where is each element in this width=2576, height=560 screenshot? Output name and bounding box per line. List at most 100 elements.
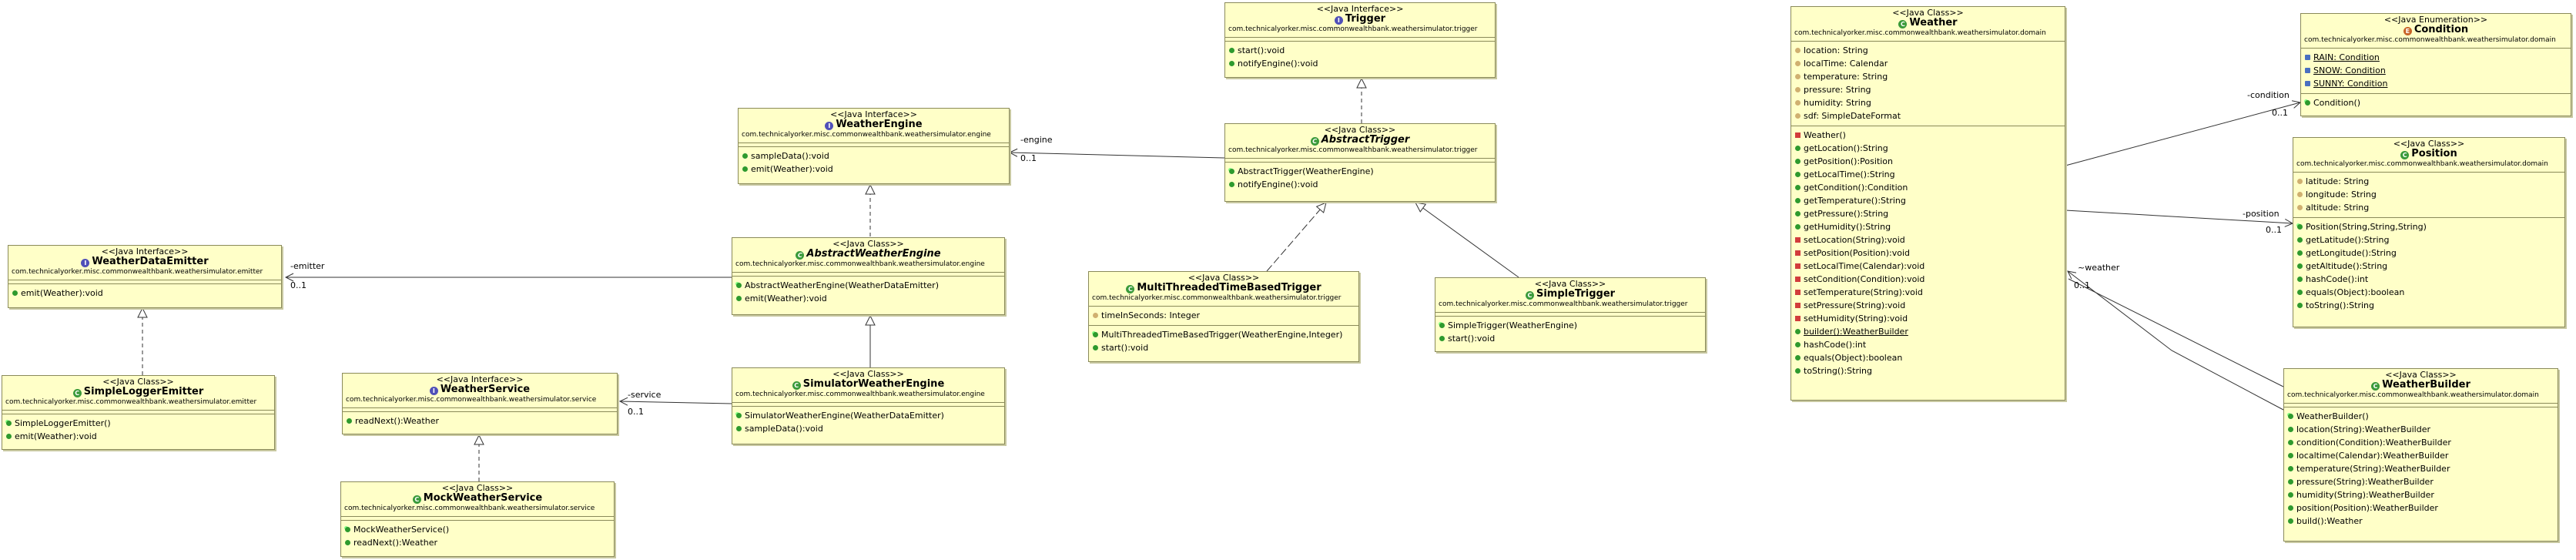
- method-item[interactable]: Condition(): [2301, 96, 2571, 109]
- method-item[interactable]: pressure(String):WeatherBuilder: [2284, 475, 2558, 488]
- method-item[interactable]: start():void: [1225, 44, 1495, 57]
- field-item[interactable]: temperature: String: [1791, 70, 2065, 83]
- method-item[interactable]: sampleData():void: [739, 149, 1009, 163]
- method-item[interactable]: hashCode():int: [1791, 338, 2065, 351]
- method-item[interactable]: getCondition():Condition: [1791, 181, 2065, 194]
- method-item[interactable]: getTemperature():String: [1791, 194, 2065, 207]
- constructor-icon: [1093, 332, 1098, 337]
- method-item[interactable]: getLocalTime():String: [1791, 168, 2065, 181]
- method-item[interactable]: equals(Object):boolean: [2293, 286, 2564, 299]
- enum-constant-icon: [2305, 68, 2310, 73]
- field-item[interactable]: localTime: Calendar: [1791, 57, 2065, 70]
- method-item[interactable]: builder():WeatherBuilder: [1791, 325, 2065, 338]
- method-item[interactable]: SimpleLoggerEmitter(): [2, 417, 274, 430]
- method-item[interactable]: hashCode():int: [2293, 273, 2564, 286]
- method-item[interactable]: getPressure():String: [1791, 207, 2065, 220]
- enum-constant-item[interactable]: SUNNY: Condition: [2301, 77, 2571, 90]
- method-item[interactable]: AbstractWeatherEngine(WeatherDataEmitter…: [732, 279, 1004, 292]
- method-item[interactable]: getHumidity():String: [1791, 220, 2065, 233]
- method-item[interactable]: getAltitude():String: [2293, 260, 2564, 273]
- method-item[interactable]: readNext():Weather: [341, 536, 614, 549]
- method-item[interactable]: sampleData():void: [732, 422, 1004, 435]
- method-item[interactable]: temperature(String):WeatherBuilder: [2284, 462, 2558, 475]
- method-item[interactable]: setLocalTime(Calendar):void: [1791, 260, 2065, 273]
- method-item[interactable]: readNext():Weather: [343, 414, 617, 428]
- method-item[interactable]: getPosition():Position: [1791, 155, 2065, 168]
- method-item[interactable]: WeatherBuilder(): [2284, 410, 2558, 423]
- stereotype-label: <<Java Class>>: [441, 483, 514, 493]
- method-item[interactable]: start():void: [1089, 341, 1358, 354]
- method-item[interactable]: toString():String: [1791, 364, 2065, 377]
- methods-section: SimpleLoggerEmitter() emit(Weather):void: [2, 414, 274, 446]
- method-item[interactable]: localtime(Calendar):WeatherBuilder: [2284, 449, 2558, 462]
- method-item[interactable]: MockWeatherService(): [341, 523, 614, 536]
- method-item[interactable]: AbstractTrigger(WeatherEngine): [1225, 165, 1495, 178]
- field-item[interactable]: altitude: String: [2293, 201, 2564, 214]
- field-item[interactable]: location: String: [1791, 44, 2065, 57]
- method-item[interactable]: equals(Object):boolean: [1791, 351, 2065, 364]
- method-item[interactable]: setHumidity(String):void: [1791, 312, 2065, 325]
- method-item[interactable]: start():void: [1435, 332, 1705, 345]
- field-item[interactable]: longitude: String: [2293, 188, 2564, 201]
- method-item[interactable]: emit(Weather):void: [732, 292, 1004, 305]
- method-item[interactable]: getLocation():String: [1791, 142, 2065, 155]
- field-item[interactable]: pressure: String: [1791, 83, 2065, 96]
- method-item[interactable]: emit(Weather):void: [739, 163, 1009, 176]
- method-item[interactable]: location(String):WeatherBuilder: [2284, 423, 2558, 436]
- method-item[interactable]: Position(String,String,String): [2293, 220, 2564, 233]
- package-name: com.technicalyorker.misc.commonwealthban…: [346, 396, 597, 404]
- method-item[interactable]: MultiThreadedTimeBasedTrigger(WeatherEng…: [1089, 328, 1358, 341]
- method-item[interactable]: build():Weather: [2284, 515, 2558, 528]
- method-item[interactable]: Weather(): [1791, 129, 2065, 142]
- method-item[interactable]: humidity(String):WeatherBuilder: [2284, 488, 2558, 501]
- attributes-section: [1435, 312, 1705, 316]
- method-item[interactable]: emit(Weather):void: [8, 287, 281, 300]
- field-item[interactable]: humidity: String: [1791, 96, 2065, 109]
- method-item[interactable]: setCondition(Condition):void: [1791, 273, 2065, 286]
- package-name: com.technicalyorker.misc.commonwealthban…: [1092, 294, 1342, 302]
- method-item[interactable]: setPosition(Position):void: [1791, 246, 2065, 260]
- enum-constant-item[interactable]: SNOW: Condition: [2301, 64, 2571, 77]
- method-item[interactable]: setTemperature(String):void: [1791, 286, 2065, 299]
- attributes-section: [732, 272, 1004, 276]
- field-icon: [2297, 192, 2303, 197]
- package-name: com.technicalyorker.misc.commonwealthban…: [735, 260, 985, 268]
- method-item[interactable]: notifyEngine():void: [1225, 178, 1495, 191]
- method-item[interactable]: getLatitude():String: [2293, 233, 2564, 246]
- method-item[interactable]: notifyEngine():void: [1225, 57, 1495, 70]
- attributes-section: [739, 143, 1009, 146]
- enum-constant-item[interactable]: RAIN: Condition: [2301, 51, 2571, 64]
- method-item[interactable]: position(Position):WeatherBuilder: [2284, 501, 2558, 515]
- method-item[interactable]: emit(Weather):void: [2, 430, 274, 443]
- stereotype-label: <<Java Class>>: [102, 377, 174, 387]
- method-item[interactable]: SimulatorWeatherEngine(WeatherDataEmitte…: [732, 409, 1004, 422]
- methods-section: readNext():Weather: [343, 411, 617, 431]
- method-item[interactable]: setPressure(String):void: [1791, 299, 2065, 312]
- method-item[interactable]: setLocation(String):void: [1791, 233, 2065, 246]
- method-item[interactable]: condition(Condition):WeatherBuilder: [2284, 436, 2558, 449]
- method-item[interactable]: SimpleTrigger(WeatherEngine): [1435, 319, 1705, 332]
- field-item[interactable]: latitude: String: [2293, 175, 2564, 188]
- field-item[interactable]: sdf: SimpleDateFormat: [1791, 109, 2065, 122]
- method-item[interactable]: getLongitude():String: [2293, 246, 2564, 260]
- method-item[interactable]: toString():String: [2293, 299, 2564, 312]
- attributes-section: [1225, 158, 1495, 162]
- field-item[interactable]: timeInSeconds: Integer: [1089, 309, 1358, 322]
